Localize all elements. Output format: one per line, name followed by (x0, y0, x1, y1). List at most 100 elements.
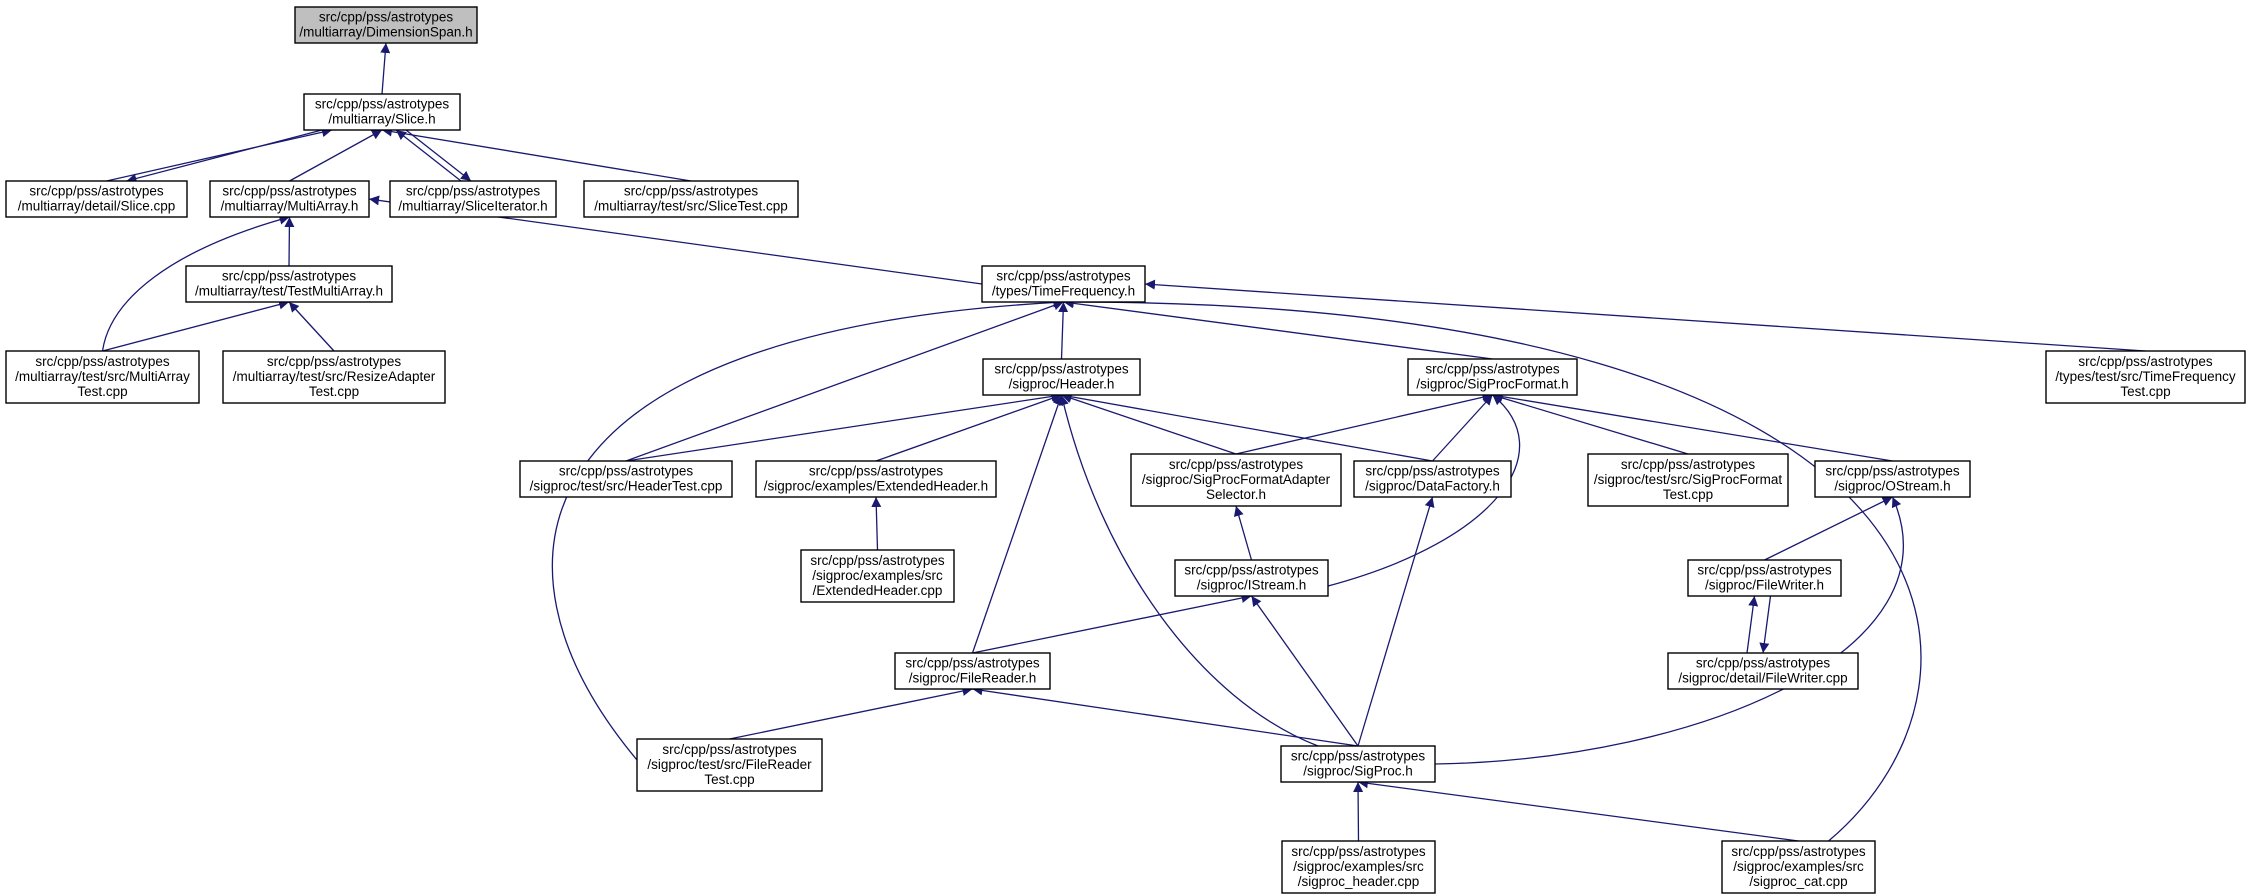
file-node-sliceiter[interactable]: src/cpp/pss/astrotypes/multiarray/SliceI… (389, 180, 557, 218)
node-label-line: src/cpp/pss/astrotypes (222, 269, 357, 284)
file-node-multiarray-h[interactable]: src/cpp/pss/astrotypes/multiarray/MultiA… (209, 180, 370, 218)
node-label-line: /sigproc/test/src/HeaderTest.cpp (530, 479, 723, 494)
file-node-filewriter-cpp[interactable]: src/cpp/pss/astrotypes/sigproc/detail/Fi… (1667, 652, 1859, 690)
node-label-line: /types/test/src/TimeFrequency (2055, 369, 2236, 384)
dependency-edge (1432, 394, 1493, 462)
file-node-multitest[interactable]: src/cpp/pss/astrotypes/multiarray/test/s… (5, 350, 200, 404)
file-node-datafactory[interactable]: src/cpp/pss/astrotypes/sigproc/DataFacto… (1353, 460, 1512, 498)
dependency-edge (1357, 778, 1799, 842)
edge-arrow (101, 214, 290, 352)
edge-arrow (1061, 391, 1433, 462)
file-node-header-h[interactable]: src/cpp/pss/astrotypes/sigproc/Header.h (982, 358, 1141, 396)
dependency-edge (1492, 393, 1689, 455)
node-box (5, 350, 200, 404)
dependency-edge (1492, 391, 1893, 462)
dependency-edge (1063, 298, 1493, 360)
node-label-line: src/cpp/pss/astrotypes (1291, 844, 1426, 859)
node-label-line: src/cpp/pss/astrotypes (1169, 457, 1304, 472)
node-label-line: src/cpp/pss/astrotypes (905, 656, 1040, 671)
file-node-timefreq[interactable]: src/cpp/pss/astrotypes/types/TimeFrequen… (981, 265, 1146, 303)
dependency-edge (395, 129, 462, 182)
file-node-frtest[interactable]: src/cpp/pss/astrotypes/sigproc/test/src/… (636, 738, 823, 792)
node-label-line: src/cpp/pss/astrotypes (222, 184, 357, 199)
node-box (755, 460, 997, 498)
dependency-edge (1434, 496, 1904, 765)
dependency-edge (126, 129, 323, 184)
edge-arrow (972, 685, 1359, 747)
dependency-edge (106, 127, 333, 182)
dependency-edge (971, 394, 1063, 654)
edge-arrow (1063, 296, 1922, 842)
node-label-line: src/cpp/pss/astrotypes (406, 184, 541, 199)
file-node-dimspan[interactable]: src/cpp/pss/astrotypes/multiarray/Dimens… (294, 6, 478, 44)
file-node-spftest[interactable]: src/cpp/pss/astrotypes/sigproc/test/src/… (1587, 453, 1789, 507)
edge-arrow (1357, 778, 1799, 842)
node-box (800, 549, 955, 603)
node-box (1814, 460, 1971, 498)
dependency-edge (1759, 595, 1772, 654)
file-node-sigproc-h[interactable]: src/cpp/pss/astrotypes/sigproc/SigProc.h (1280, 745, 1436, 783)
file-node-testmulti[interactable]: src/cpp/pss/astrotypes/multiarray/test/T… (185, 265, 393, 303)
file-node-sp-header[interactable]: src/cpp/pss/astrotypes/sigproc/examples/… (1281, 840, 1436, 894)
node-label-line: /multiarray/DimensionSpan.h (299, 25, 472, 40)
node-label-line: Test.cpp (77, 384, 127, 399)
node-label-line: src/cpp/pss/astrotypes (559, 464, 694, 479)
edge-arrow (102, 299, 290, 352)
file-node-istream[interactable]: src/cpp/pss/astrotypes/sigproc/IStream.h (1174, 559, 1329, 597)
dependency-edge (625, 300, 1064, 462)
node-label-line: /sigproc/detail/FileWriter.cpp (1678, 671, 1847, 686)
file-node-adaptsel[interactable]: src/cpp/pss/astrotypes/sigproc/SigProcFo… (1130, 453, 1342, 507)
file-node-resizetest[interactable]: src/cpp/pss/astrotypes/multiarray/test/s… (222, 350, 446, 404)
dependency-edge (1235, 392, 1493, 455)
node-box (1587, 453, 1789, 507)
file-node-exthdr-cpp[interactable]: src/cpp/pss/astrotypes/sigproc/examples/… (800, 549, 955, 603)
node-label-line: src/cpp/pss/astrotypes (662, 742, 797, 757)
node-box (389, 180, 557, 218)
node-box (294, 6, 478, 44)
node-box (1353, 460, 1512, 498)
file-node-sp-cat[interactable]: src/cpp/pss/astrotypes/sigproc/examples/… (1721, 840, 1876, 894)
edge-arrow (1061, 393, 1237, 455)
file-node-slicetest[interactable]: src/cpp/pss/astrotypes/multiarray/test/s… (583, 180, 799, 218)
node-label-line: /sigproc_header.cpp (1298, 874, 1420, 889)
node-label-line: /sigproc/FileReader.h (909, 671, 1037, 686)
node-label-line: /sigproc/OStream.h (1834, 479, 1950, 494)
node-label-line: /multiarray/SliceIterator.h (398, 199, 547, 214)
node-label-line: src/cpp/pss/astrotypes (1696, 656, 1831, 671)
node-label-line: /sigproc/SigProc.h (1303, 764, 1413, 779)
dependency-edge (625, 391, 1062, 462)
node-box (519, 460, 733, 498)
file-node-spformat[interactable]: src/cpp/pss/astrotypes/sigproc/SigProcFo… (1407, 358, 1578, 396)
node-label-line: /sigproc/examples/src (1733, 859, 1864, 874)
file-node-headertest[interactable]: src/cpp/pss/astrotypes/sigproc/test/src/… (519, 460, 733, 498)
node-box (636, 738, 823, 792)
dependency-edge (405, 129, 472, 182)
file-node-filereader-h[interactable]: src/cpp/pss/astrotypes/sigproc/FileReade… (894, 652, 1051, 690)
node-label-line: /sigproc/DataFactory.h (1365, 479, 1500, 494)
file-node-ostream[interactable]: src/cpp/pss/astrotypes/sigproc/OStream.h (1814, 460, 1971, 498)
edge-arrow (126, 129, 323, 184)
node-label-line: /sigproc/test/src/FileReader (647, 757, 812, 772)
file-node-tftest[interactable]: src/cpp/pss/astrotypes/types/test/src/Ti… (2045, 350, 2246, 404)
node-label-line: src/cpp/pss/astrotypes (1291, 749, 1426, 764)
dependency-edge (381, 126, 692, 182)
node-box (982, 358, 1141, 396)
node-box (5, 180, 188, 218)
node-box (222, 350, 446, 404)
node-label-line: /sigproc/SigProcFormatAdapter (1142, 472, 1331, 487)
node-label-line: src/cpp/pss/astrotypes (1697, 563, 1832, 578)
node-box (209, 180, 370, 218)
file-node-filewriter-h[interactable]: src/cpp/pss/astrotypes/sigproc/FileWrite… (1687, 559, 1842, 597)
file-node-detail-slice[interactable]: src/cpp/pss/astrotypes/multiarray/detail… (5, 180, 188, 218)
node-label-line: /sigproc/FileWriter.h (1705, 578, 1824, 593)
file-node-slice-h[interactable]: src/cpp/pss/astrotypes/multiarray/Slice.… (303, 93, 461, 131)
dependency-edge (1357, 496, 1435, 747)
node-label-line: src/cpp/pss/astrotypes (994, 362, 1129, 377)
edge-arrow (1058, 301, 1069, 360)
edge-arrow (1759, 595, 1772, 654)
file-node-exthdr-h[interactable]: src/cpp/pss/astrotypes/sigproc/examples/… (755, 460, 997, 498)
node-label-line: src/cpp/pss/astrotypes (315, 97, 450, 112)
dependency-edge (288, 301, 335, 352)
edge-arrow (1235, 392, 1493, 455)
